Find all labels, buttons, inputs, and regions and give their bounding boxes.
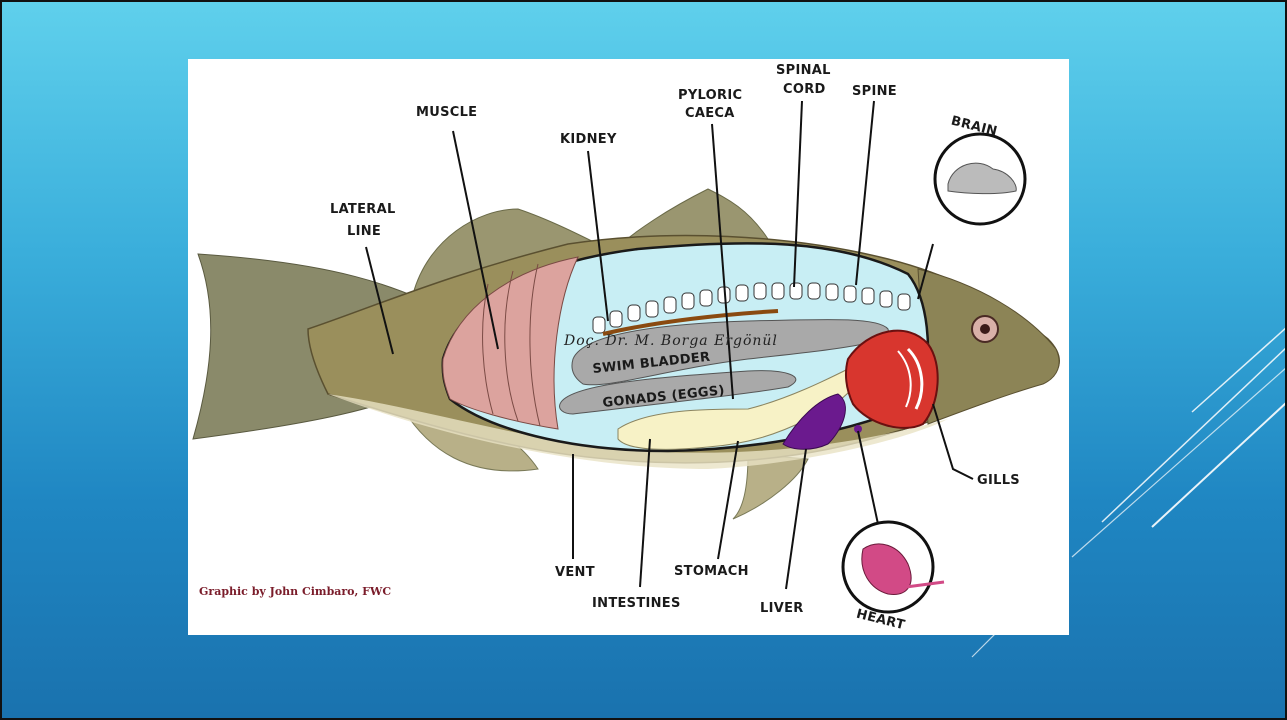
lateral-line-label-2: LINE — [347, 224, 381, 239]
spine-label: SPINE — [852, 84, 897, 99]
fish-head — [918, 269, 1059, 424]
gills-label: GILLS — [977, 473, 1020, 488]
fish-anatomy-figure: SWIM BLADDER GONADS (EGGS) — [188, 59, 1069, 635]
spinal-cord-label-2: CORD — [783, 82, 826, 97]
liver-label: LIVER — [760, 601, 804, 616]
spinal-cord-label-1: SPINAL — [776, 63, 831, 78]
graphic-credit: Graphic by John Cimbaro, FWC — [199, 585, 391, 598]
kidney-label: KIDNEY — [560, 132, 617, 147]
vent-label: VENT — [555, 565, 595, 580]
stomach-label: STOMACH — [674, 564, 749, 579]
intestines-label: INTESTINES — [592, 596, 681, 611]
pyloric-label-2: CAECA — [685, 106, 735, 121]
lateral-line-label-1: LATERAL — [330, 202, 396, 217]
watermark: Doç. Dr. M. Borga Ergönül — [563, 333, 778, 349]
pyloric-label-1: PYLORIC — [678, 88, 742, 103]
fish-anatomy-diagram: SWIM BLADDER GONADS (EGGS) — [188, 59, 1069, 635]
muscle-label: MUSCLE — [416, 105, 477, 120]
